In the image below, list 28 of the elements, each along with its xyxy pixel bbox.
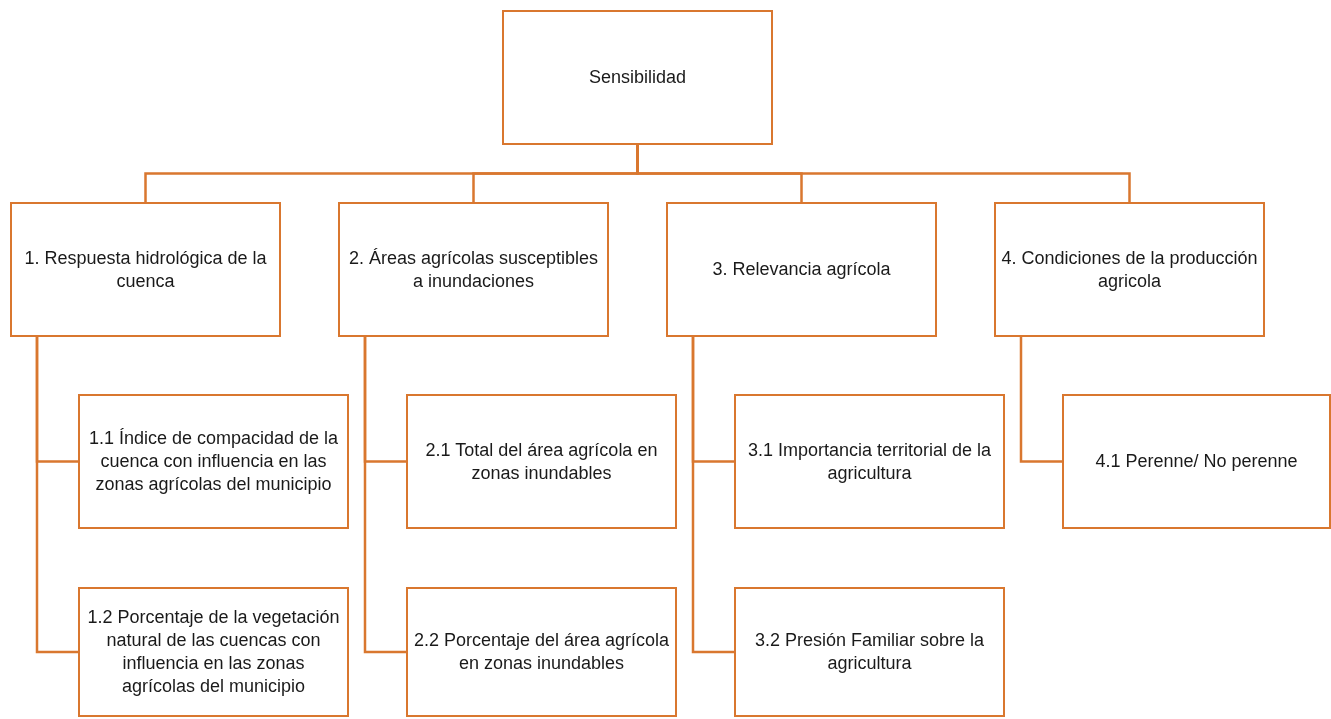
- box-label: 3. Relevancia agrícola: [712, 258, 891, 281]
- indicator-box: [406, 394, 677, 529]
- indicator-box: [78, 394, 349, 529]
- box-label: 2.2 Porcentaje del área agrícola en zonas inundables: [412, 629, 671, 675]
- box-label: 1. Respuesta hidrológica de la cuenca: [23, 246, 268, 293]
- box-label: 4.1 Perenne/ No perenne: [1095, 450, 1298, 473]
- box-label: 1.1 Índice de compacidad de la cuenca con influencia en las zonas agrícolas del municipio: [87, 427, 340, 496]
- connector-line: [691, 337, 734, 654]
- connector-line: [1019, 337, 1062, 463]
- box-label: 3.2 Presión Familiar sobre la agricultura: [753, 629, 986, 675]
- connector-line: [363, 337, 406, 654]
- indicator-box: [502, 10, 773, 145]
- indicator-box: [734, 394, 1005, 529]
- indicator-box: [994, 202, 1265, 337]
- box-label: 4. Condiciones de la producción agricola: [1000, 246, 1259, 293]
- box-label: 2. Áreas agrícolas susceptibles a inundaciones: [347, 246, 600, 293]
- indicator-box: [1062, 394, 1331, 529]
- box-label: 1.2 Porcentaje de la vegetación natural de las cuencas con influencia en las zonas agrícolas del municipio: [86, 606, 341, 698]
- box-label: 3.1 Importancia territorial de la agricultura: [746, 438, 993, 485]
- connector-line: [35, 337, 78, 654]
- indicator-box: [10, 202, 281, 337]
- box-label: 2.1 Total del área agrícola en zonas inundables: [424, 438, 659, 485]
- indicator-box: [406, 587, 677, 717]
- indicator-box: [734, 587, 1005, 717]
- indicator-box: [666, 202, 937, 337]
- box-label: Sensibilidad: [588, 66, 687, 89]
- indicator-box: [78, 587, 349, 717]
- indicator-box: [338, 202, 609, 337]
